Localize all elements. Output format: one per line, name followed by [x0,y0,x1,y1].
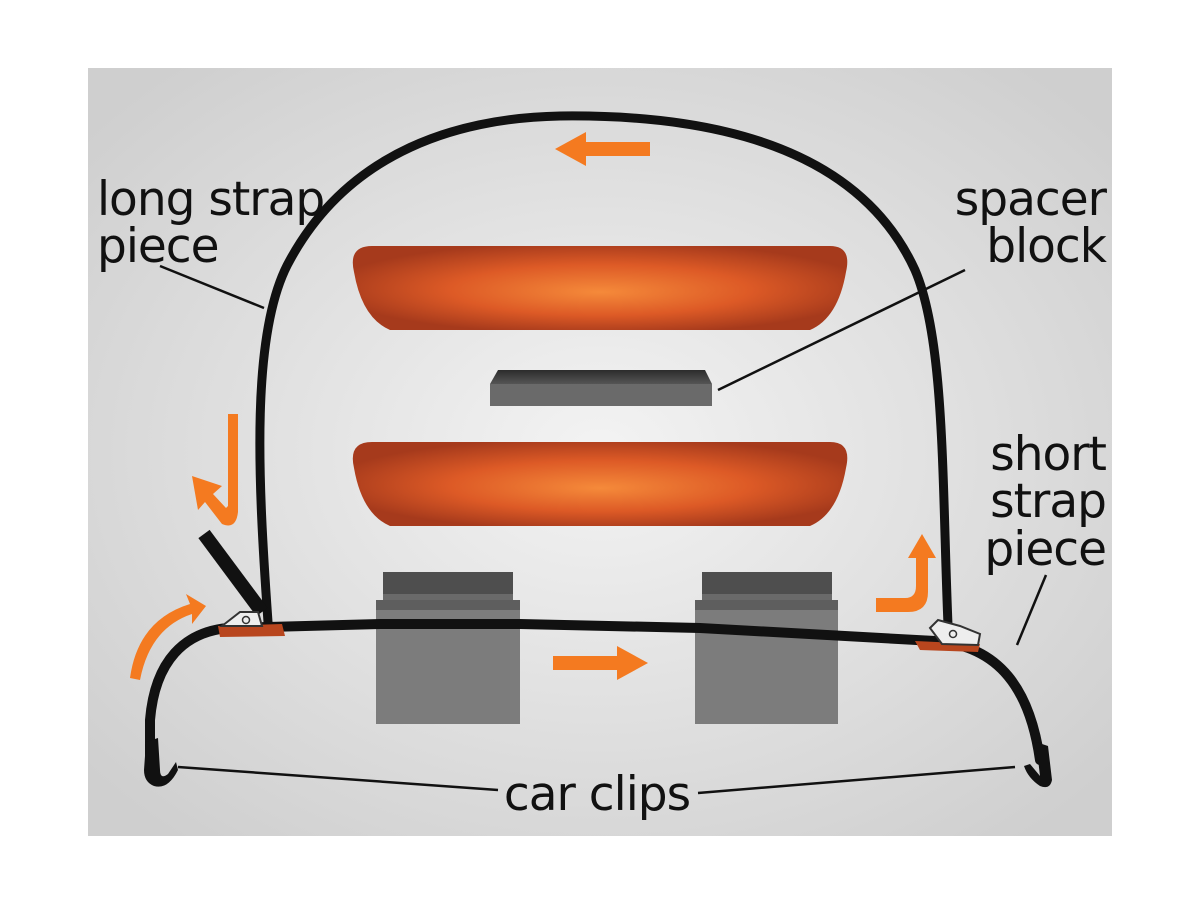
label-spacer-line2: block [986,219,1107,274]
label-spacer-line1: spacer [955,172,1108,227]
label-short-strap-line1: short [990,427,1106,482]
right-block [695,572,838,724]
bottom-pad [352,442,848,526]
hook-arrow-left-icon [192,414,238,526]
label-short-strap-line2: strap [990,474,1106,529]
left-car-clip-icon [144,738,178,787]
label-long-strap-line1: long strap [97,172,324,227]
leader-short-strap [1015,574,1048,646]
left-strap-end [145,623,233,760]
top-pad [352,246,848,330]
leader-car-clip-right [697,765,1016,795]
label-car-clips: car clips [504,767,690,822]
right-car-clip-icon [1024,742,1052,788]
label-short-strap-line3: piece [984,522,1106,577]
curved-arrow-left-bottom-icon [130,594,206,680]
left-block [376,572,520,724]
arrow-left-icon [555,132,650,166]
spacer-block [490,370,712,406]
label-long-strap-line2: piece [97,219,219,274]
long-strap [255,111,953,630]
bottom-strap [223,619,940,646]
leader-long-strap [159,264,265,310]
left-buckle [218,611,285,637]
right-buckle [915,618,982,652]
hook-arrow-right-icon [876,534,936,612]
leader-car-clip-left [177,765,499,792]
arrow-right-icon [553,646,648,680]
loose-strap-tail [198,529,268,617]
leader-spacer-block [717,268,966,392]
